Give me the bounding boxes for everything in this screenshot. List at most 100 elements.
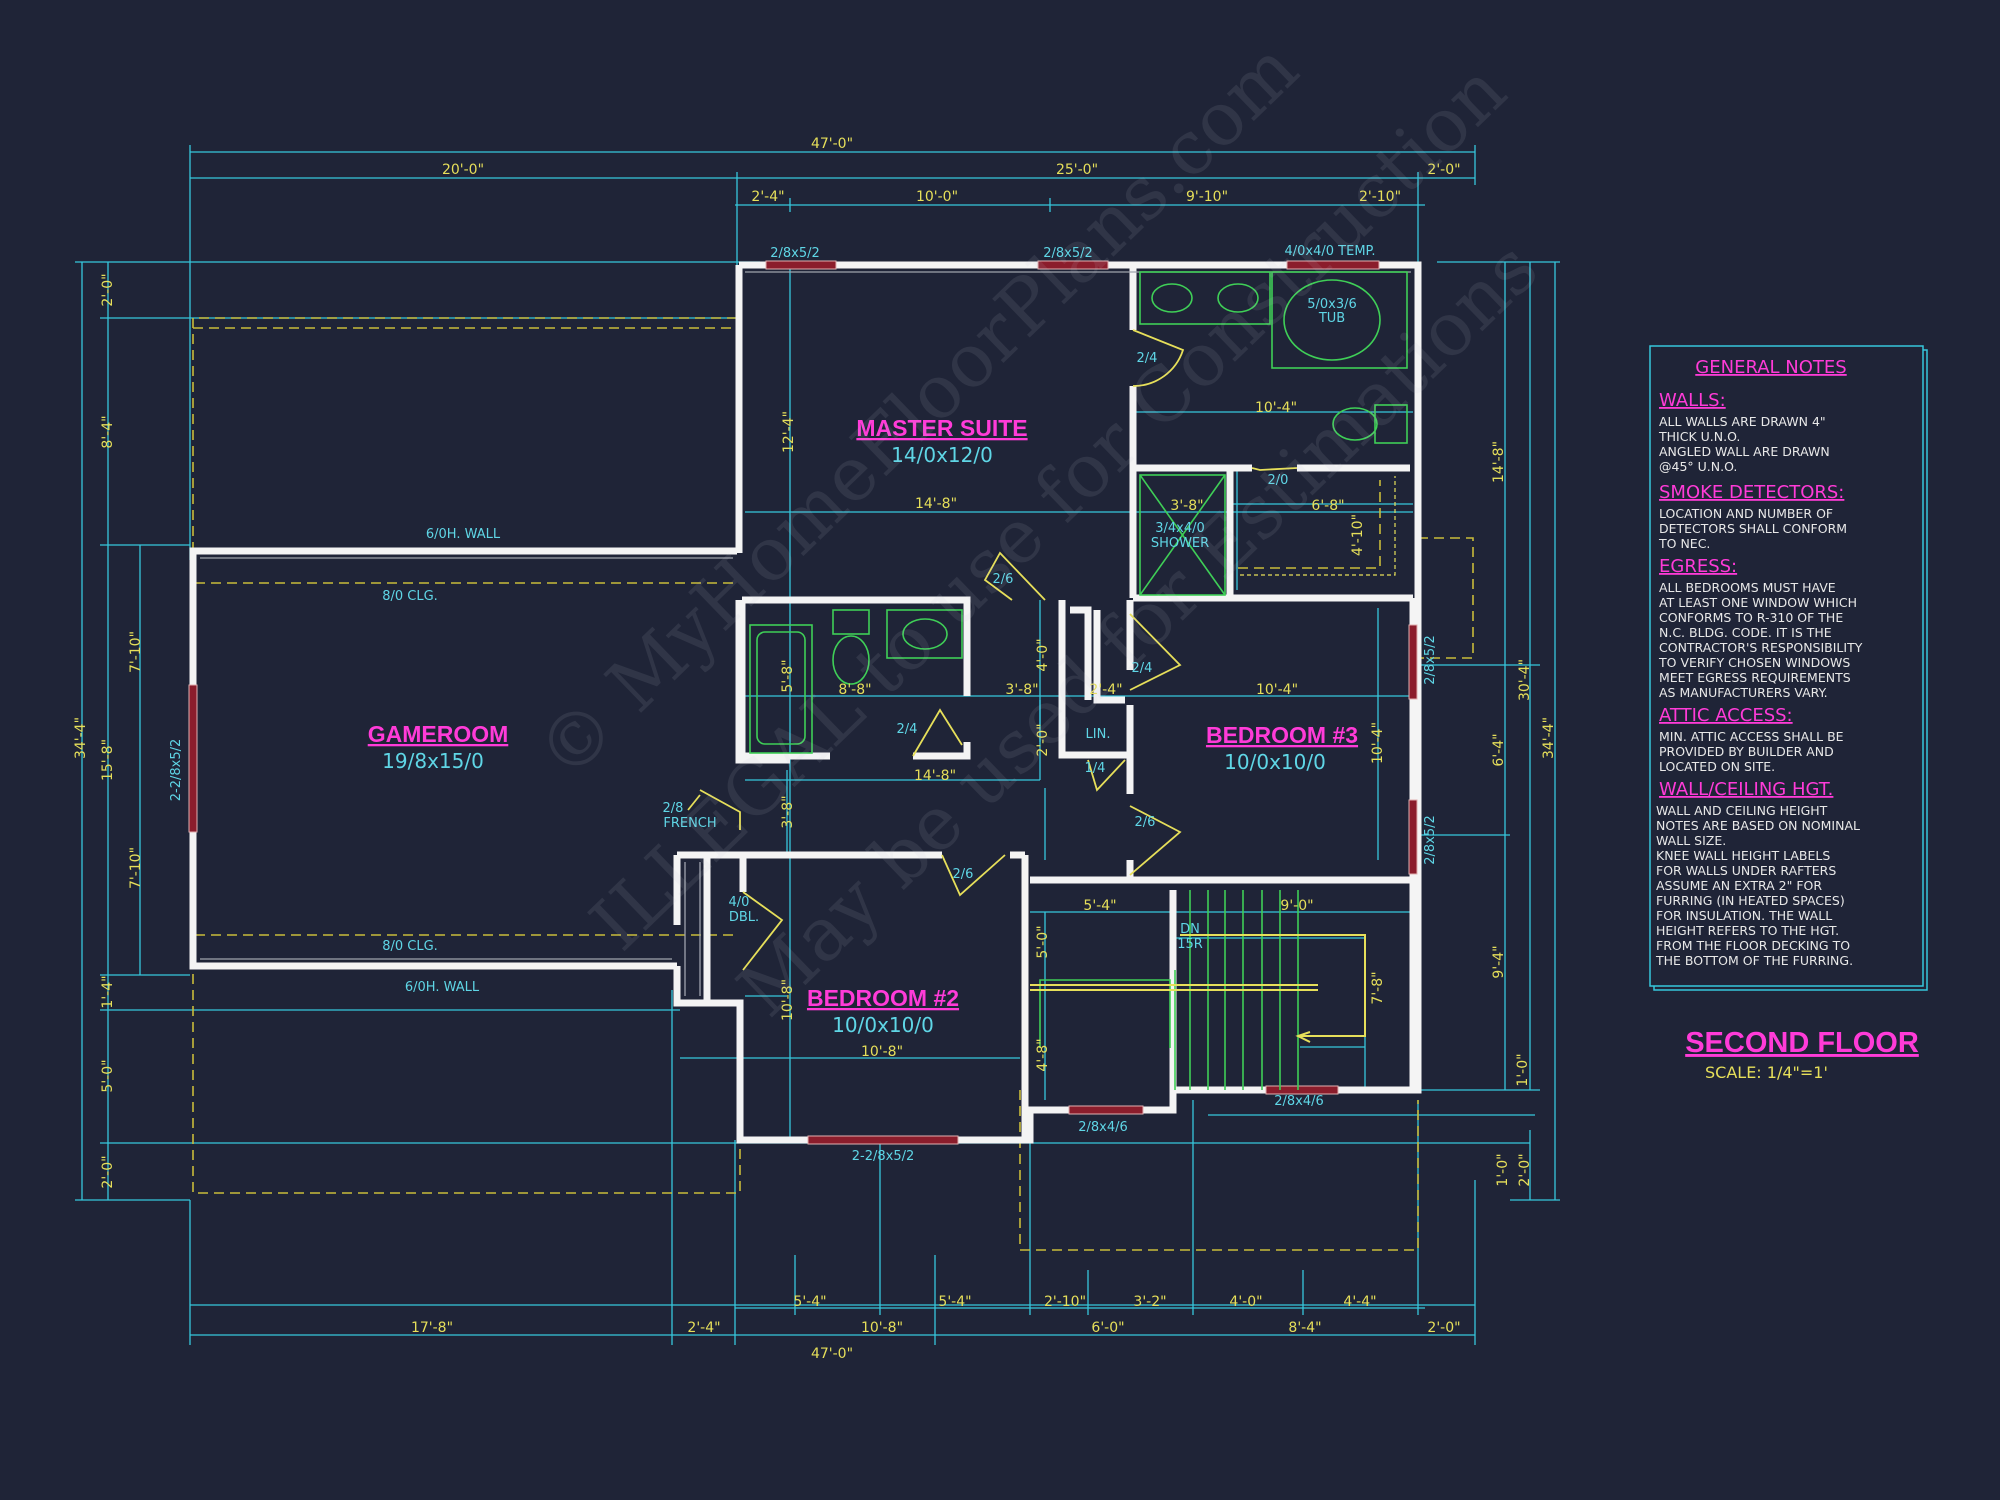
notes-wall-line-10: FROM THE FLOOR DECKING TO bbox=[1656, 938, 1850, 953]
dim-bot-overall: 47'-0" bbox=[811, 1346, 853, 1362]
dim-left-b2: 7'-10" bbox=[128, 847, 144, 889]
notes-wall-line-6: ASSUME AN EXTRA 2" FOR bbox=[1656, 878, 1822, 893]
dim-br2-w: 10'-8" bbox=[861, 1044, 903, 1060]
dim-right-c1: 2'-0" bbox=[1517, 1153, 1533, 1186]
dim-top-left: 20'-0" bbox=[442, 162, 484, 178]
label-window-bottom-2: 2/8x4/6 bbox=[1078, 1120, 1128, 1135]
windows bbox=[188, 260, 1418, 1145]
dim-ms-h: 12'-4" bbox=[781, 411, 797, 453]
dim-bath2-w: 8'-8" bbox=[838, 682, 871, 698]
label-shower: SHOWER bbox=[1151, 536, 1209, 551]
label-window-1: 2/8x5/2 bbox=[770, 246, 820, 261]
notes-egress-line-1: ALL BEDROOMS MUST HAVE bbox=[1659, 580, 1836, 595]
dim-top-right: 2'-0" bbox=[1427, 162, 1460, 178]
dim-left-a1: 2'-0" bbox=[100, 273, 116, 306]
label-door-7: 2/6 bbox=[1135, 815, 1156, 830]
dim-right-a5: 1'-0" bbox=[1495, 1153, 1511, 1186]
dim-left-a3: 15'-8" bbox=[100, 739, 116, 781]
dim-right-a4: 1'-0" bbox=[1515, 1053, 1531, 1086]
dim-bot-b5: 8'-4" bbox=[1288, 1320, 1321, 1336]
label-window-bottom-3: 2/8x4/6 bbox=[1274, 1094, 1324, 1109]
bedroom2-name: BEDROOM #2 bbox=[807, 985, 959, 1011]
dim-bot-a2: 5'-4" bbox=[938, 1294, 971, 1310]
label-ceiling-top: 8/0 CLG. bbox=[382, 589, 438, 604]
label-dbl-size: 4/0 bbox=[729, 895, 750, 910]
dim-shower-w: 3'-8" bbox=[1170, 498, 1203, 514]
notes-walls-line-3: ANGLED WALL ARE DRAWN bbox=[1659, 444, 1830, 459]
dim-right-b2: 34'-4" bbox=[1541, 717, 1557, 759]
dim-right-a1: 14'-8" bbox=[1491, 441, 1507, 483]
notes-wall-line-4: KNEE WALL HEIGHT LABELS bbox=[1656, 848, 1830, 863]
dim-stair-h: 7'-8" bbox=[1370, 971, 1386, 1004]
notes-walls-heading: WALLS: bbox=[1659, 390, 1726, 411]
label-door-8: 2/6 bbox=[953, 867, 974, 882]
label-door-4: 2/4 bbox=[1132, 661, 1153, 676]
watermark-line-2: ILLEGAL to use for Construction bbox=[574, 47, 1522, 967]
label-door-3: 2/6 bbox=[993, 572, 1014, 587]
dim-br3-w: 10'-4" bbox=[1256, 682, 1298, 698]
label-window-gameroom: 2-2/8x5/2 bbox=[169, 739, 184, 802]
dim-bot-a6: 4'-4" bbox=[1343, 1294, 1376, 1310]
dim-top-s2: 10'-0" bbox=[916, 189, 958, 205]
notes-egress-line-5: CONTRACTOR'S RESPONSIBILITY bbox=[1659, 640, 1863, 655]
dim-bot-b1: 17'-8" bbox=[411, 1320, 453, 1336]
dim-game-h: 3'-8" bbox=[780, 795, 796, 828]
notes-attic-line-1: MIN. ATTIC ACCESS SHALL BE bbox=[1659, 729, 1844, 744]
dim-hall2-h: 5'-0" bbox=[1035, 925, 1051, 958]
notes-egress-line-2: AT LEAST ONE WINDOW WHICH bbox=[1659, 595, 1857, 610]
notes-attic-line-3: LOCATED ON SITE. bbox=[1659, 759, 1775, 774]
dim-left-a5: 5'-0" bbox=[100, 1059, 116, 1092]
label-french: FRENCH bbox=[663, 816, 716, 831]
notes-title: GENERAL NOTES bbox=[1695, 357, 1846, 378]
notes-walls-line-4: @45° U.N.O. bbox=[1659, 459, 1737, 474]
notes-egress-line-4: N.C. BLDG. CODE. IT IS THE bbox=[1659, 625, 1832, 640]
notes-smoke-line-1: LOCATION AND NUMBER OF bbox=[1659, 506, 1833, 521]
notes-wall-line-1: WALL AND CEILING HEIGHT bbox=[1656, 803, 1828, 818]
dim-lin-w: 2'-4" bbox=[1089, 682, 1122, 698]
notes-egress-line-3: CONFORMS TO R-310 OF THE bbox=[1659, 610, 1843, 625]
dim-top-s3: 9'-10" bbox=[1186, 189, 1228, 205]
shower-dashed bbox=[1240, 476, 1396, 576]
dim-ms-w: 14'-8" bbox=[915, 496, 957, 512]
dim-bot-a1: 5'-4" bbox=[793, 1294, 826, 1310]
dim-bot-a4: 3'-2" bbox=[1133, 1294, 1166, 1310]
label-door-5: 2/4 bbox=[897, 722, 918, 737]
dim-game-w: 14'-8" bbox=[914, 768, 956, 784]
dim-wic-h: 4'-10" bbox=[1350, 514, 1366, 556]
label-french-size: 2/8 bbox=[663, 801, 684, 816]
roof-outline bbox=[192, 317, 1474, 1251]
dim-left-a4: 1'-4" bbox=[100, 975, 116, 1008]
dim-stair-w2: 9'-0" bbox=[1280, 898, 1313, 914]
notes-wall-line-5: FOR WALLS UNDER RAFTERS bbox=[1656, 863, 1836, 878]
notes-wall-line-8: FOR INSULATION. THE WALL bbox=[1656, 908, 1832, 923]
dim-hall-h: 4'-0" bbox=[1035, 638, 1051, 671]
dim-hall-w: 3'-8" bbox=[1005, 682, 1038, 698]
general-notes-box bbox=[1649, 345, 1928, 991]
label-risers: 15R bbox=[1177, 937, 1203, 952]
master-suite-name: MASTER SUITE bbox=[856, 415, 1027, 441]
notes-egress-line-8: AS MANUFACTURERS VARY. bbox=[1659, 685, 1828, 700]
dim-left-a6: 2'-0" bbox=[100, 1155, 116, 1188]
label-dbl: DBL. bbox=[729, 910, 759, 925]
label-door-2: 2/0 bbox=[1268, 473, 1289, 488]
label-window-2: 2/8x5/2 bbox=[1043, 246, 1093, 261]
dim-bot-b3: 10'-8" bbox=[861, 1320, 903, 1336]
notes-wall-line-9: HEIGHT REFERS TO THE HGT. bbox=[1656, 923, 1839, 938]
notes-egress-line-7: MEET EGRESS REQUIREMENTS bbox=[1659, 670, 1851, 685]
drawing-scale: SCALE: 1/4"=1' bbox=[1705, 1063, 1828, 1082]
notes-smoke-line-2: DETECTORS SHALL CONFORM bbox=[1659, 521, 1847, 536]
gameroom-name: GAMEROOM bbox=[368, 721, 509, 747]
notes-wall-line-3: WALL SIZE. bbox=[1656, 833, 1726, 848]
notes-egress-line-6: TO VERIFY CHOSEN WINDOWS bbox=[1658, 655, 1850, 670]
label-door-1: 2/4 bbox=[1137, 351, 1158, 366]
dim-right-a3: 9'-4" bbox=[1491, 945, 1507, 978]
dim-left-overall: 34'-4" bbox=[73, 717, 89, 759]
gameroom-size: 19/8x15/0 bbox=[382, 749, 484, 773]
label-tub-size: 5/0x3/6 bbox=[1307, 297, 1357, 312]
dim-bot-b4: 6'-0" bbox=[1091, 1320, 1124, 1336]
dim-bot-b6: 2'-0" bbox=[1427, 1320, 1460, 1336]
dim-wic-w: 6'-8" bbox=[1311, 498, 1344, 514]
dim-bot-b2: 2'-4" bbox=[687, 1320, 720, 1336]
stair-arrow bbox=[1030, 934, 1366, 1043]
label-window-3: 4/0x4/0 TEMP. bbox=[1285, 244, 1376, 259]
